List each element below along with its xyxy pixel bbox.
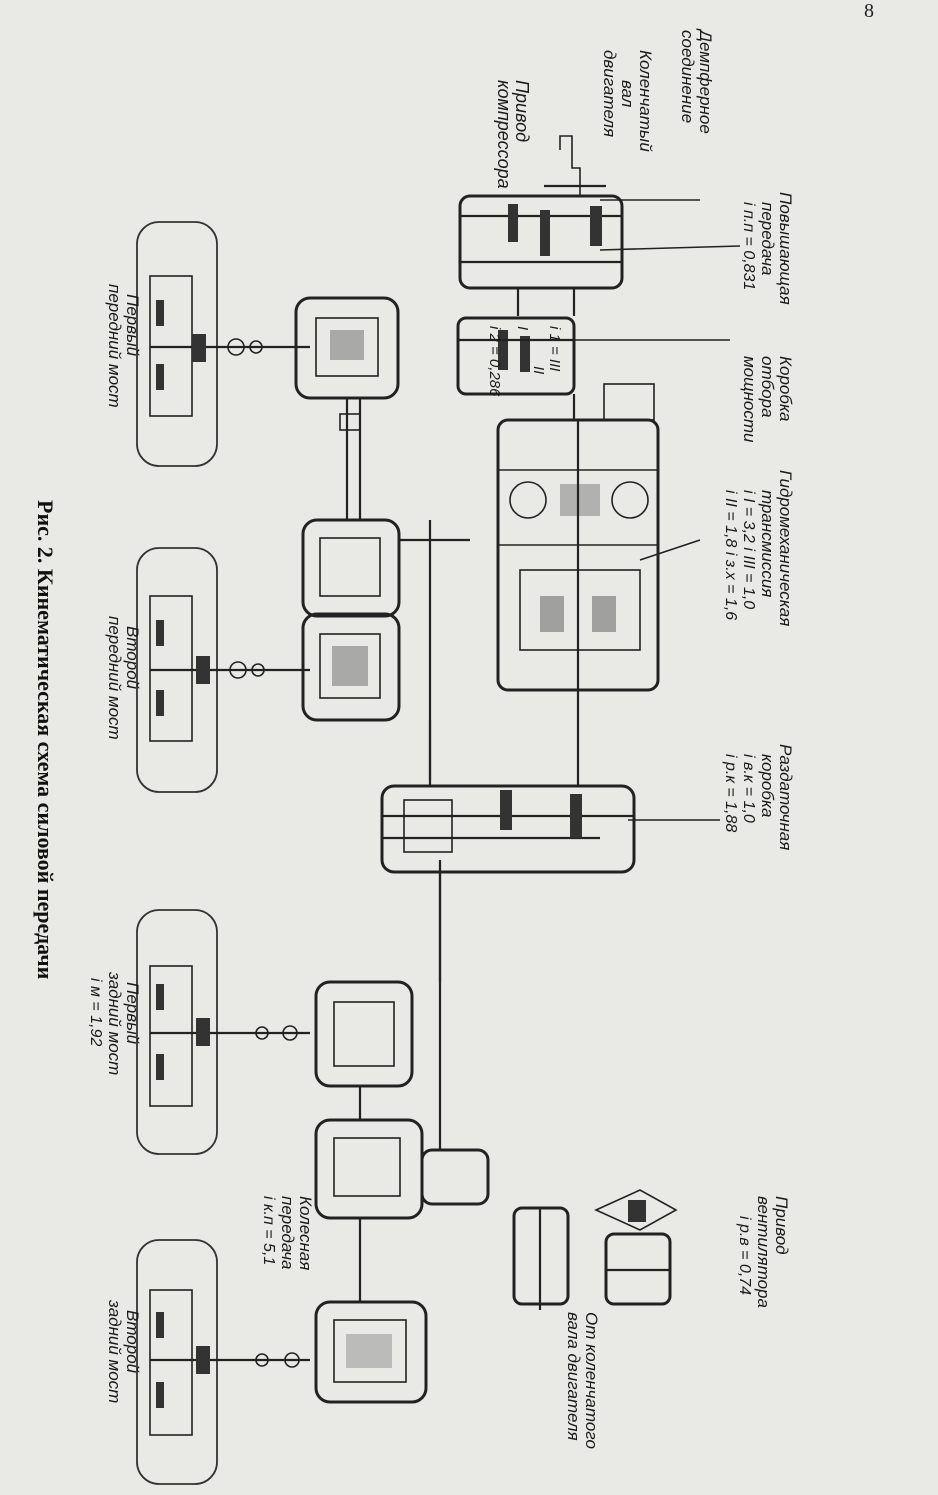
label-from-crankshaft: От коленчатого вала двигателя	[564, 1312, 601, 1449]
hydromechanical-transmission	[496, 383, 660, 692]
pto-box	[456, 316, 576, 420]
label-pto: Коробка отбора мощности	[740, 356, 795, 443]
svg-text:вентилятора: вентилятора	[754, 1196, 773, 1308]
label-transfer-case: Раздаточная коробка i в.к = 1,0 i р.к = …	[722, 744, 795, 850]
svg-text:Второй: Второй	[123, 1310, 142, 1374]
figure-caption: Рис. 2. Кинематическая схема силовой пер…	[33, 500, 58, 980]
svg-text:коробка: коробка	[758, 754, 777, 817]
svg-text:Демпферное: Демпферное	[696, 28, 715, 134]
svg-text:Раздаточная: Раздаточная	[776, 744, 795, 850]
svg-text:i п.п = 0,831: i п.п = 0,831	[740, 202, 757, 290]
label-first-front-axle: Первый передний мост	[105, 284, 142, 408]
svg-text:i к.п = 5,1: i к.п = 5,1	[260, 1196, 277, 1265]
svg-text:I: I	[514, 326, 531, 330]
svg-text:соединение: соединение	[678, 30, 697, 123]
label-crankshaft: Коленчатый вал двигателя	[600, 50, 655, 152]
svg-text:II: II	[530, 366, 547, 374]
axle-housing-2	[301, 518, 470, 780]
svg-text:Привод: Привод	[512, 80, 532, 142]
svg-text:Гидромеханическая: Гидромеханическая	[776, 470, 795, 626]
wheel-second-front	[136, 547, 310, 793]
label-step-up: Повышающая передача i п.п = 0,831	[740, 192, 795, 305]
label-second-front-axle: Второй передний мост	[105, 616, 142, 740]
axle-housing-1	[294, 296, 400, 520]
svg-text:отбора: отбора	[758, 356, 777, 418]
svg-text:Повышающая: Повышающая	[776, 192, 795, 305]
label-compressor: Привод компрессора	[494, 80, 532, 189]
transfer-case	[380, 690, 636, 874]
svg-text:i 1 = III: i 1 = III	[546, 326, 563, 371]
label-pto-ratios: i 1 = III II I i 2 = 0,286	[486, 326, 563, 397]
fan-drive	[512, 1189, 678, 1310]
svg-text:Коленчатый: Коленчатый	[636, 50, 655, 152]
leader-lines	[566, 199, 741, 821]
svg-text:трансмиссия: трансмиссия	[758, 490, 777, 597]
svg-text:Первый: Первый	[123, 294, 142, 357]
label-fan-drive: Привод вентилятора i р.в = 0,74	[736, 1196, 791, 1308]
svg-text:Колесная: Колесная	[296, 1196, 315, 1270]
svg-text:i в.к = 1,0: i в.к = 1,0	[740, 754, 757, 823]
step-up-gear-box	[458, 135, 624, 316]
svg-text:Первый: Первый	[123, 982, 142, 1045]
svg-text:передача: передача	[278, 1196, 297, 1270]
svg-text:задний мост: задний мост	[105, 971, 124, 1075]
svg-text:компрессора: компрессора	[494, 80, 514, 189]
svg-text:Привод: Привод	[772, 1196, 791, 1255]
label-hydromech: Гидромеханическая трансмиссия i I = 3,2 …	[722, 470, 795, 626]
svg-text:передний мост: передний мост	[105, 616, 124, 740]
svg-text:Рис. 2. Кинематическая схема с: Рис. 2. Кинематическая схема силовой пер…	[33, 500, 58, 980]
svg-text:задний мост: задний мост	[105, 1299, 124, 1403]
page-number: 8	[864, 0, 874, 22]
axle-housing-4	[314, 1218, 428, 1404]
svg-text:передача: передача	[758, 202, 777, 276]
driveline	[358, 398, 442, 982]
svg-text:Второй: Второй	[123, 626, 142, 690]
svg-text:вал: вал	[618, 80, 637, 108]
axle-housing-3	[314, 860, 490, 1220]
label-first-rear-axle: Первый задний мост i м = 1,92	[87, 971, 142, 1075]
label-second-rear-axle: Второй задний мост	[105, 1299, 142, 1403]
label-wheel-drive: Колесная передача i к.п = 5,1	[260, 1196, 315, 1270]
svg-text:i 2 = 0,286: i 2 = 0,286	[486, 326, 503, 397]
svg-text:i р.в = 0,74: i р.в = 0,74	[736, 1216, 753, 1295]
wheel-first-front	[136, 221, 310, 467]
svg-text:i II = 1,8 i з.х = 1,6: i II = 1,8 i з.х = 1,6	[722, 490, 739, 620]
svg-text:передний мост: передний мост	[105, 284, 124, 408]
svg-text:Коробка: Коробка	[776, 356, 795, 421]
svg-text:мощности: мощности	[740, 356, 759, 443]
svg-text:i I = 3,2 i III = 1,0: i I = 3,2 i III = 1,0	[740, 490, 757, 609]
svg-text:От коленчатого: От коленчатого	[582, 1312, 601, 1449]
svg-text:вала двигателя: вала двигателя	[564, 1312, 583, 1441]
svg-text:i р.к = 1,88: i р.к = 1,88	[722, 754, 739, 832]
wheel-first-rear	[136, 909, 310, 1155]
label-damper: Демпферное соединение	[678, 28, 715, 134]
svg-text:i м = 1,92: i м = 1,92	[87, 978, 104, 1046]
svg-text:двигателя: двигателя	[600, 50, 619, 137]
wheel-second-rear	[136, 1239, 310, 1485]
